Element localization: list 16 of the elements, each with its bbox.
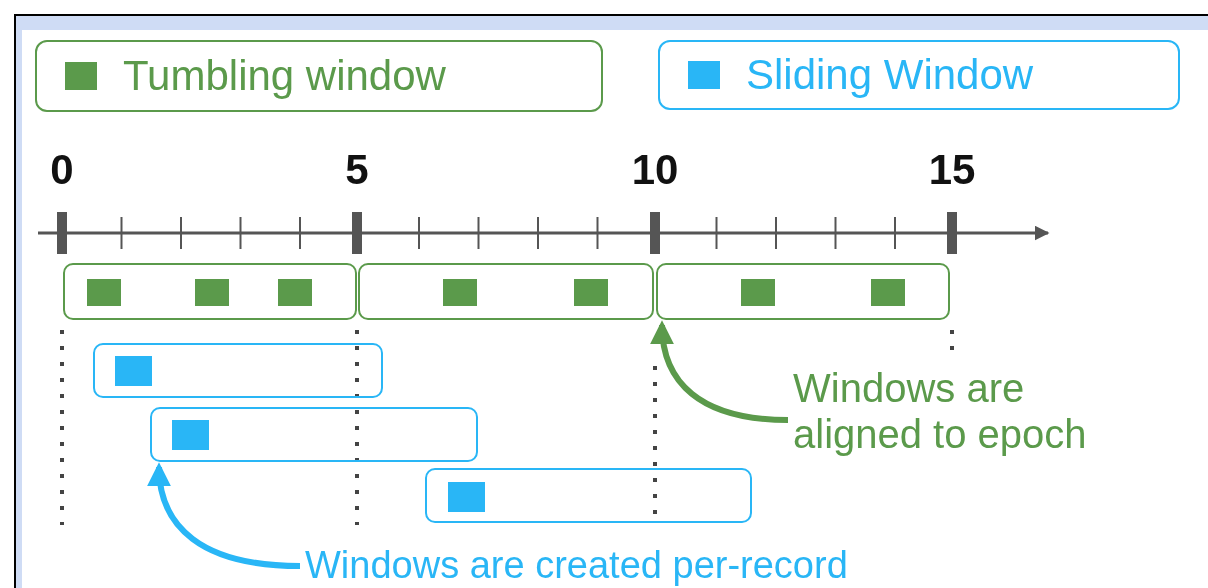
tick-label: 5 xyxy=(344,146,370,194)
tumbling-window-box xyxy=(358,263,654,320)
legend-text: Tumbling window xyxy=(123,52,446,100)
tumbling-window-box xyxy=(656,263,950,320)
sliding-window-box xyxy=(425,468,752,523)
tick-label: 15 xyxy=(927,146,977,194)
tick-label: 0 xyxy=(49,146,75,194)
legend-text: Sliding Window xyxy=(746,51,1034,99)
annotation-text: Windows are created per-record xyxy=(305,543,1095,587)
leader-arrow xyxy=(651,320,789,423)
sliding-window-box xyxy=(150,407,478,462)
leader-arrow xyxy=(148,462,301,569)
sliding-window-box xyxy=(93,343,383,398)
tumbling-window-box xyxy=(63,263,357,320)
tick-label: 10 xyxy=(630,146,680,194)
annotation-text: Windows are aligned to epoch xyxy=(793,365,1138,457)
